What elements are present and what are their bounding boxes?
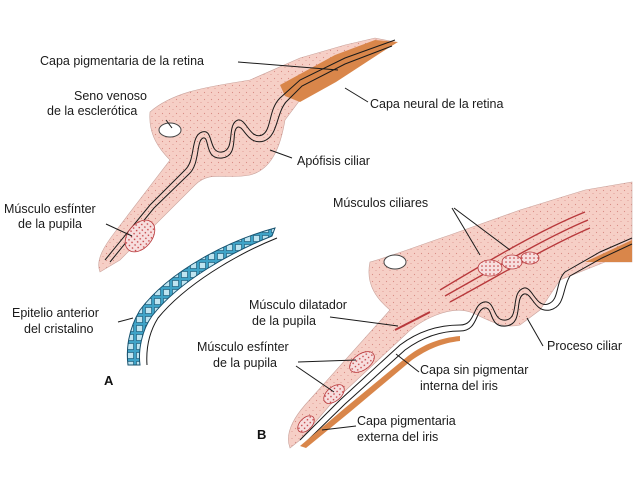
panel-b-ciliary-bundle-3 <box>520 251 540 265</box>
panel-b-letter: B <box>257 427 266 442</box>
panel-b-sphincter-1 <box>349 351 375 373</box>
panel-b: B <box>257 181 633 449</box>
label-outer-line1: Capa pigmentaria <box>357 414 456 428</box>
label-sinus-line2: de la esclerótica <box>47 104 137 118</box>
panel-b-neural-retina <box>585 240 632 262</box>
label-ciliary-apophysis: Apófisis ciliar <box>297 154 370 168</box>
panel-a-sphincter-muscle <box>124 219 156 253</box>
label-b-sphincter-line2: de la pupila <box>213 356 277 370</box>
label-lens-epi-line1: Epitelio anterior <box>12 306 99 320</box>
label-lens-epi-line2: del cristalino <box>24 322 94 336</box>
label-dilator-line2: de la pupila <box>252 314 316 328</box>
panel-b-venous-sinus <box>383 254 407 270</box>
panel-b-dilator-muscle <box>394 311 431 331</box>
leader-lines <box>105 61 544 431</box>
label-pigment-retina: Capa pigmentaria de la retina <box>40 54 204 68</box>
label-sinus-line1: Seno venoso <box>74 89 147 103</box>
panel-b-pigment-layer <box>299 237 633 441</box>
label-b-sphincter-line1: Músculo esfínter <box>197 340 289 354</box>
panel-a-venous-sinus <box>158 122 182 138</box>
labels: Capa pigmentaria de la retina Seno venos… <box>4 54 622 444</box>
label-ciliary-muscles: Músculos ciliares <box>333 196 428 210</box>
label-inner-line2: interna del iris <box>420 379 498 393</box>
panel-a: A <box>98 37 398 388</box>
panel-a-lens-epithelium <box>126 227 276 366</box>
panel-a-tissue <box>98 37 396 273</box>
label-a-sphincter-line1: Músculo esfínter <box>4 202 96 216</box>
panel-b-outer-pigment-band <box>300 336 460 448</box>
panel-b-tissue <box>288 181 633 449</box>
panel-a-letter: A <box>104 373 114 388</box>
panel-b-ciliary-bundle-1 <box>477 259 503 277</box>
panel-b-ciliary-bundle-2 <box>501 254 523 270</box>
label-outer-line2: externa del iris <box>357 430 438 444</box>
label-a-sphincter-line2: de la pupila <box>18 217 82 231</box>
label-dilator-line1: Músculo dilatador <box>249 298 347 312</box>
label-inner-line1: Capa sin pigmentar <box>420 363 528 377</box>
label-neural-retina: Capa neural de la retina <box>370 97 503 111</box>
label-ciliary-process: Proceso ciliar <box>547 339 622 353</box>
panel-a-pigment-layer <box>104 39 396 261</box>
panel-b-sphincter-3 <box>297 415 315 433</box>
